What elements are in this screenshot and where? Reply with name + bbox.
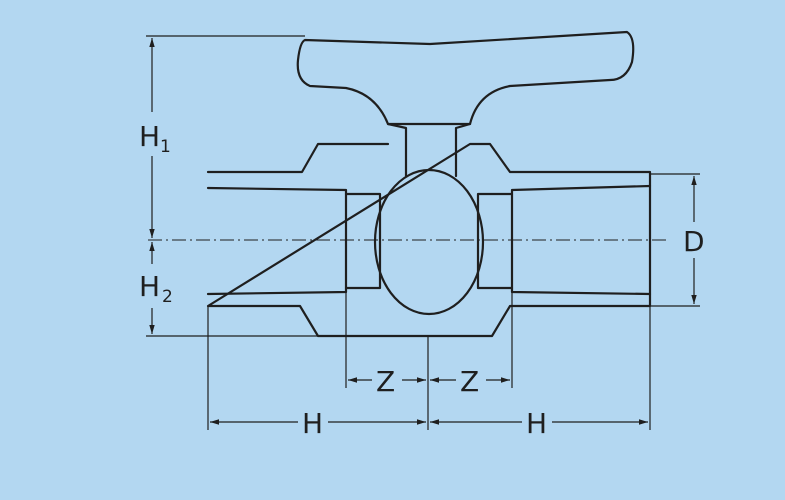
left-socket <box>206 186 348 296</box>
valve-ball <box>373 168 485 316</box>
z-left-label: Z <box>376 365 395 398</box>
h1-label: H <box>139 120 160 153</box>
h2-subscript: 2 <box>162 287 173 307</box>
valve-handle <box>296 30 635 126</box>
valve-stem <box>386 122 472 178</box>
h-right-label: H <box>526 407 547 440</box>
inner-bore <box>344 192 514 290</box>
extension-lines <box>146 35 700 430</box>
d-label: D <box>683 225 705 258</box>
right-socket <box>510 184 652 296</box>
valve-body <box>206 142 652 338</box>
z-right-label: Z <box>460 365 479 398</box>
h-left-label: H <box>302 407 323 440</box>
h2-label: H <box>139 270 160 303</box>
h1-subscript: 1 <box>160 137 171 157</box>
